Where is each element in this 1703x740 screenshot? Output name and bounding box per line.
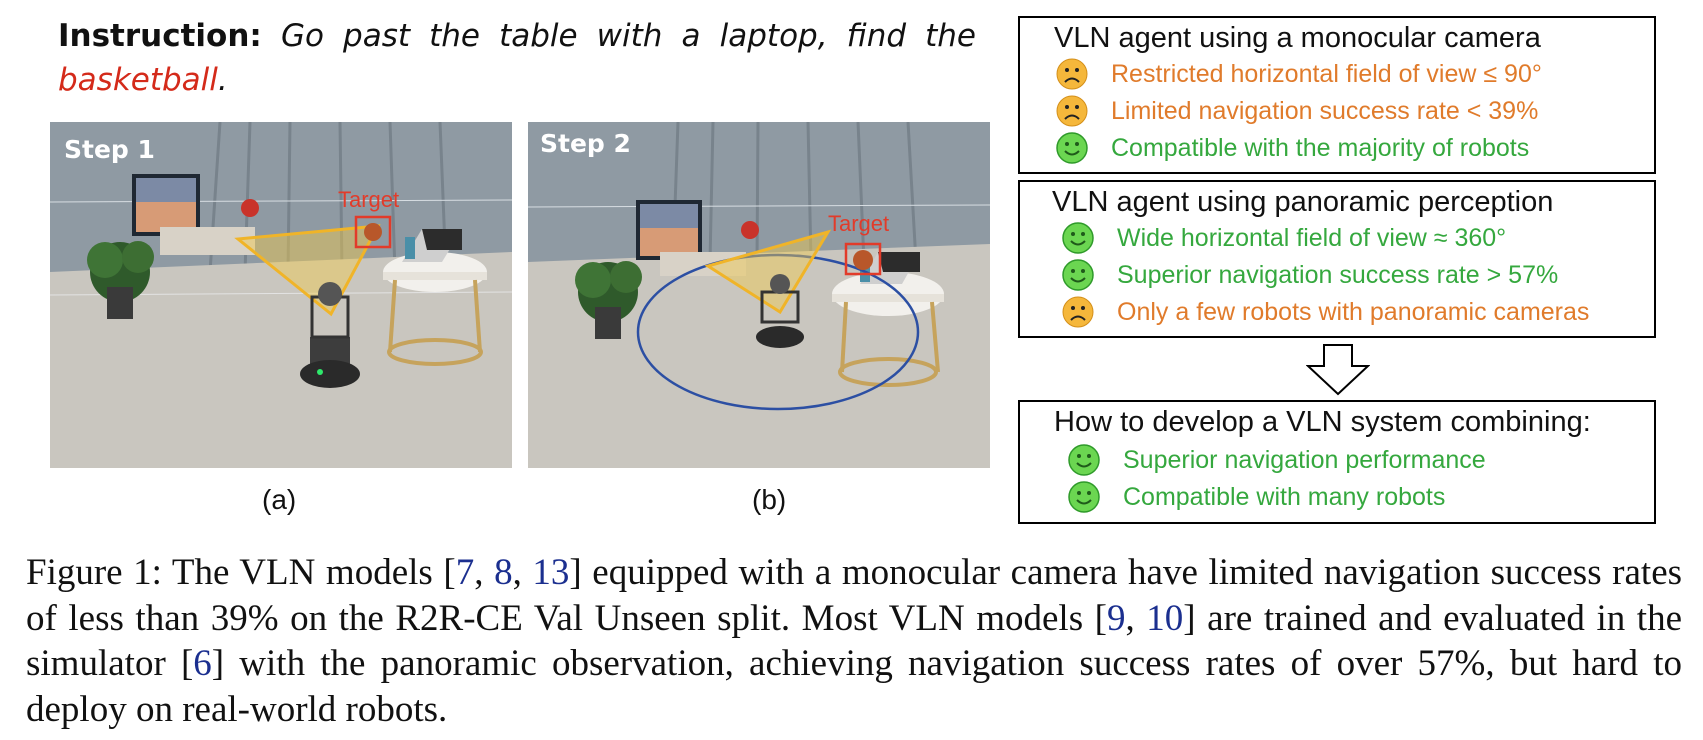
citation-13[interactable]: 13 — [532, 552, 570, 593]
monocular-item-1-text: Restricted horizontal field of view ≤ 90… — [1111, 60, 1542, 88]
caption-sep: , — [1125, 597, 1147, 639]
smile-face-icon — [1062, 222, 1094, 254]
caption-sep: , — [512, 552, 533, 593]
sad-face-icon — [1062, 296, 1094, 328]
monocular-box-title: VLN agent using a monocular camera — [1054, 22, 1541, 54]
goal-box: How to develop a VLN system combining: S… — [1018, 400, 1656, 524]
citation-10[interactable]: 10 — [1146, 597, 1184, 639]
step-1-label: Step 1 — [64, 135, 155, 164]
smile-face-icon — [1056, 132, 1088, 164]
smile-face-icon — [1068, 481, 1100, 513]
goal-item-2-text: Compatible with many robots — [1123, 483, 1446, 511]
caption-part-4: ] with the panoramic observation, achiev… — [26, 643, 1682, 730]
smile-face-icon — [1068, 444, 1100, 476]
citation-7[interactable]: 7 — [455, 552, 475, 593]
panoramic-box-title: VLN agent using panoramic perception — [1052, 186, 1554, 218]
photo-step-1: Target Step 1 — [50, 122, 512, 468]
caption-part-3: ] are trained and evaluated in the simul… — [26, 597, 1682, 685]
panoramic-item-3-text: Only a few robots with panoramic cameras — [1117, 298, 1590, 326]
panoramic-box: VLN agent using panoramic perception Wid… — [1018, 180, 1656, 338]
photo-step-2: Target Step 2 — [528, 122, 990, 468]
goal-item-1-text: Superior navigation performance — [1123, 446, 1486, 474]
instruction-label: Instruction: — [58, 18, 262, 54]
instruction-text: Instruction: Go past the table with a la… — [58, 14, 976, 102]
smile-face-icon — [1062, 259, 1094, 291]
monocular-item-2-text: Limited navigation success rate < 39% — [1111, 97, 1539, 125]
instruction-target-word: basketball — [58, 62, 218, 98]
figure-caption: Figure 1: The VLN models [7, 8, 13] equi… — [26, 550, 1682, 732]
sad-face-icon — [1056, 58, 1088, 90]
panoramic-item-1-text: Wide horizontal field of view ≈ 360° — [1117, 224, 1507, 252]
target-label: Target — [828, 211, 889, 236]
monocular-box: VLN agent using a monocular camera Restr… — [1018, 16, 1656, 174]
instruction-body: Go past the table with a laptop, find th… — [280, 18, 977, 54]
sad-face-icon — [1056, 95, 1088, 127]
caption-part-1: Figure 1: The VLN models [ — [26, 552, 456, 593]
down-arrow-icon — [1306, 344, 1370, 396]
sublabel-a: (a) — [262, 484, 297, 515]
goal-box-title: How to develop a VLN system combining: — [1054, 406, 1591, 438]
citation-9[interactable]: 9 — [1106, 597, 1126, 639]
instruction-end: . — [217, 62, 228, 98]
sublabel-b: (b) — [752, 484, 787, 515]
panoramic-item-2-text: Superior navigation success rate > 57% — [1117, 261, 1559, 289]
target-label: Target — [338, 187, 399, 212]
caption-part-2: ] equipped with a monocular camera have … — [26, 552, 1683, 639]
citation-8[interactable]: 8 — [494, 552, 513, 593]
citation-6[interactable]: 6 — [193, 643, 212, 684]
caption-sep: , — [474, 552, 495, 593]
monocular-item-3-text: Compatible with the majority of robots — [1111, 134, 1530, 162]
step-2-label: Step 2 — [540, 129, 631, 158]
